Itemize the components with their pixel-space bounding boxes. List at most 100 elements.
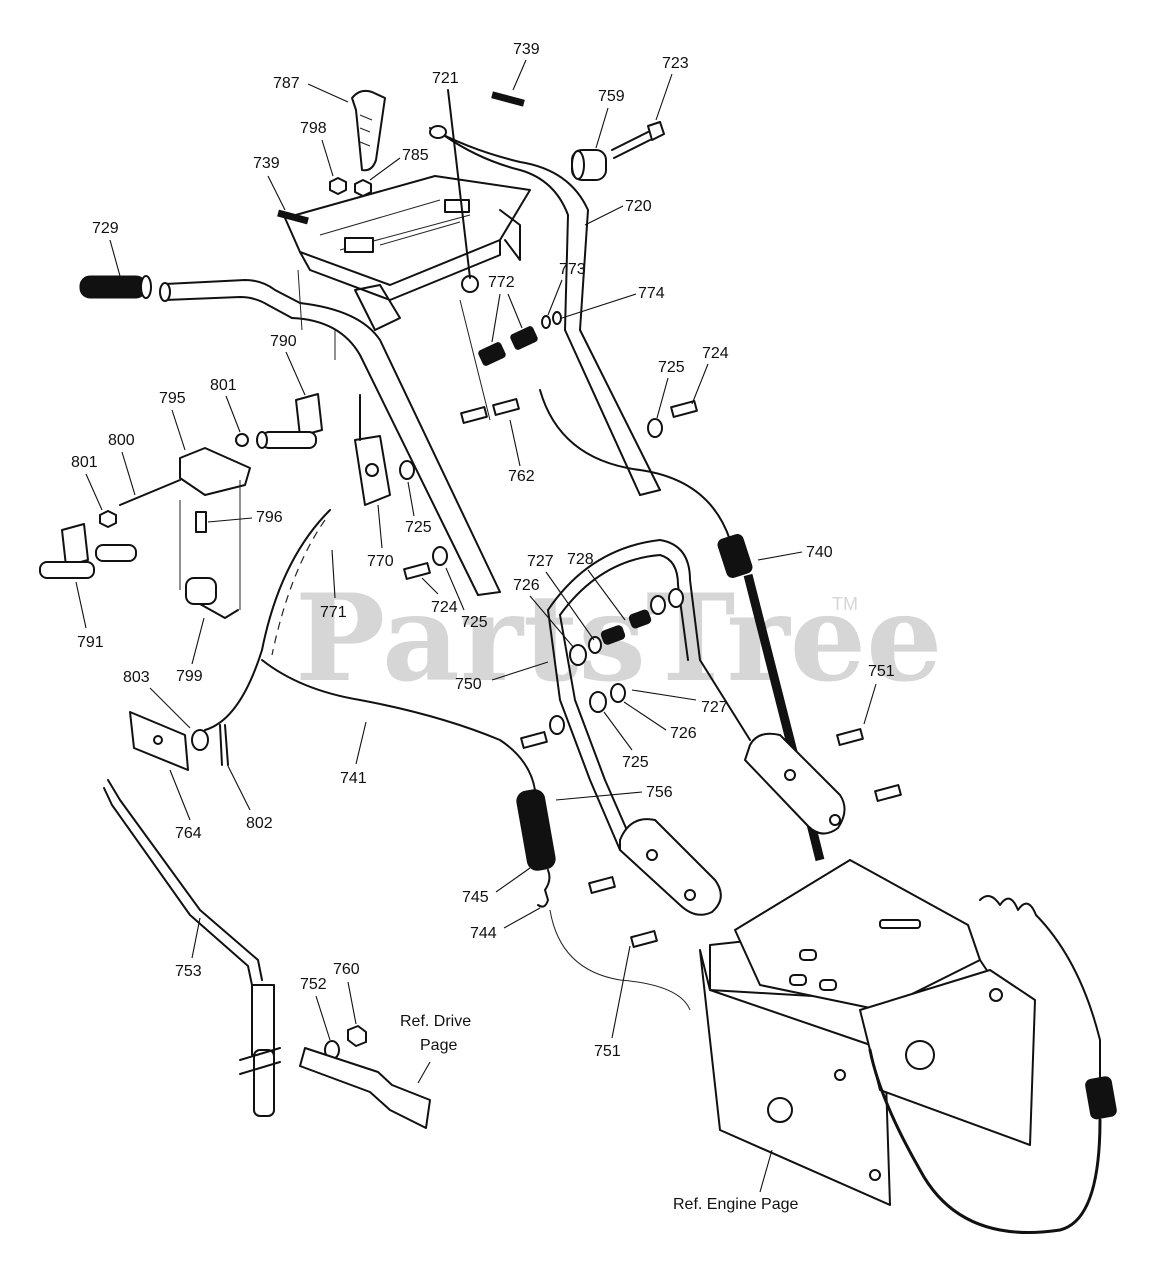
label-803: 803: [123, 669, 150, 686]
plate-756: [619, 818, 722, 916]
nut-801b: [99, 510, 117, 528]
washer-773: [541, 315, 551, 329]
cotter-802: [219, 724, 229, 766]
rod-753: [103, 779, 281, 1117]
label-801a: 801: [210, 377, 237, 394]
pin-800: [119, 479, 181, 506]
label-ref-engine: Ref. Engine Page: [673, 1196, 799, 1213]
label-796: 796: [256, 509, 283, 526]
bracket-770: [354, 394, 391, 506]
label-729: 729: [92, 220, 119, 237]
bolt-796: [195, 511, 207, 533]
nut-801a: [235, 433, 249, 447]
bracket-790: [256, 393, 323, 449]
label-724b: 724: [431, 599, 458, 616]
bolt-724-left: [403, 562, 431, 580]
label-725c: 725: [461, 614, 488, 631]
nut-798: [329, 177, 347, 195]
washer-725-a: [399, 460, 415, 480]
label-772: 772: [488, 274, 515, 291]
control-panel: [284, 175, 531, 331]
label-728: 728: [567, 551, 594, 568]
nut-760: [347, 1025, 367, 1047]
bracket-791: [39, 523, 137, 579]
grip-729: [79, 275, 152, 299]
springs-772: [478, 326, 538, 366]
label-790: 790: [270, 333, 297, 350]
cable-771: [204, 509, 331, 731]
cable-741: [261, 659, 536, 791]
engine-bracket: [699, 859, 1036, 1206]
lever-787: [351, 89, 386, 172]
label-724a: 724: [702, 345, 729, 362]
label-720: 720: [625, 198, 652, 215]
label-751b: 751: [594, 1043, 621, 1060]
plate-764: [129, 711, 209, 771]
label-721: 721: [432, 70, 459, 87]
hardware-cluster: [520, 588, 684, 749]
label-795: 795: [159, 390, 186, 407]
bolt-751-a: [836, 728, 864, 746]
label-741: 741: [340, 770, 367, 787]
label-739b: 739: [253, 155, 280, 172]
label-801b: 801: [71, 454, 98, 471]
label-802: 802: [246, 815, 273, 832]
label-725b: 725: [405, 519, 432, 536]
label-739a: 739: [513, 41, 540, 58]
label-723: 723: [662, 55, 689, 72]
label-745: 745: [462, 889, 489, 906]
label-785: 785: [402, 147, 429, 164]
washer-725-c: [647, 418, 663, 438]
label-727b: 727: [701, 699, 728, 716]
label-726b: 726: [670, 725, 697, 742]
bolt-724-right: [670, 400, 698, 418]
lower-handle: [547, 539, 751, 861]
watermark-trademark: TM: [832, 594, 858, 614]
label-764: 764: [175, 825, 202, 842]
spring-right: [868, 895, 1117, 1234]
decal-739-top: [491, 91, 525, 107]
bolt-723: [611, 121, 665, 159]
label-744: 744: [470, 925, 497, 942]
label-756: 756: [646, 784, 673, 801]
label-771: 771: [320, 604, 347, 621]
plate-751: [744, 732, 846, 835]
upper-handle: [159, 125, 661, 596]
bolts-762: [460, 398, 520, 424]
clip-799: [185, 577, 239, 619]
label-751a: 751: [868, 663, 895, 680]
label-726a: 726: [513, 577, 540, 594]
label-770: 770: [367, 553, 394, 570]
spacer-759: [571, 149, 607, 181]
label-750: 750: [455, 676, 482, 693]
label-787: 787: [273, 75, 300, 92]
cable-740: [539, 389, 825, 862]
label-752: 752: [300, 976, 327, 993]
callout-labels: 739 721 723 787 759 798 785 739 720 729 …: [71, 41, 895, 1213]
label-760: 760: [333, 961, 360, 978]
spring-745: [516, 789, 556, 908]
label-798: 798: [300, 120, 327, 137]
label-774: 774: [638, 285, 665, 302]
label-ref-drive-1: Ref. Drive: [400, 1013, 471, 1030]
label-740: 740: [806, 544, 833, 561]
nut-785: [354, 179, 372, 197]
label-725d: 725: [622, 754, 649, 771]
plate-795: [179, 447, 251, 496]
drive-bracket: [299, 1047, 431, 1129]
label-753: 753: [175, 963, 202, 980]
label-759: 759: [598, 88, 625, 105]
link-744: [549, 909, 691, 1011]
label-727a: 727: [527, 553, 554, 570]
label-773: 773: [559, 261, 586, 278]
decal-739-left: [277, 209, 309, 225]
label-725a: 725: [658, 359, 685, 376]
bolt-751-b: [874, 784, 902, 802]
label-800: 800: [108, 432, 135, 449]
label-762: 762: [508, 468, 535, 485]
rod-721: [447, 89, 471, 279]
washer-774: [552, 311, 562, 325]
label-791: 791: [77, 634, 104, 651]
label-ref-drive-2: Page: [420, 1037, 457, 1054]
